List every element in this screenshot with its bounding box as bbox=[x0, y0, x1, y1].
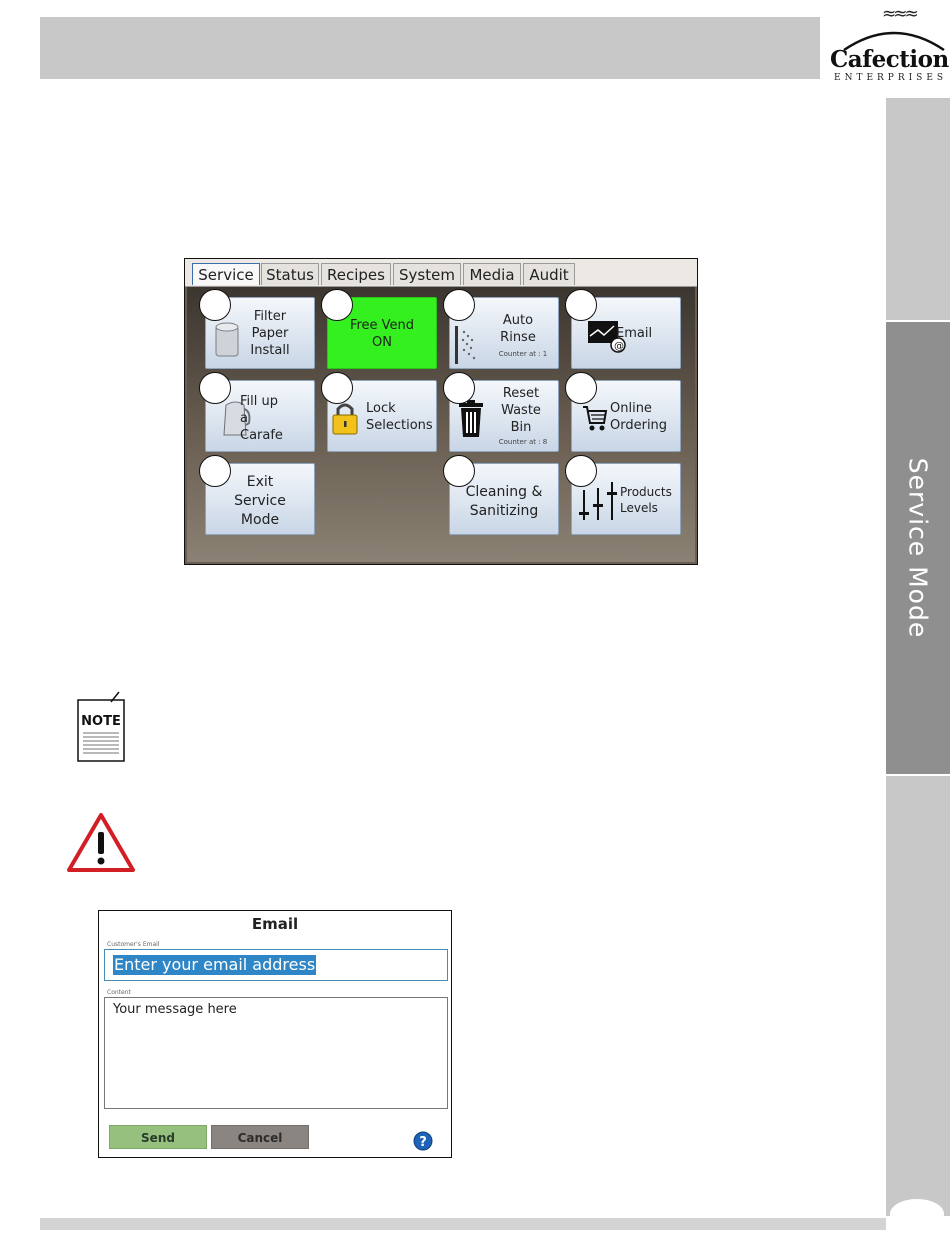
email-envelope-icon: @ bbox=[588, 321, 626, 353]
side-tab-service-mode: Service Mode bbox=[886, 322, 950, 774]
tab-audit[interactable]: Audit bbox=[523, 263, 575, 285]
callout-badge bbox=[565, 289, 597, 321]
tile-label: Filter Paper Install bbox=[250, 309, 290, 358]
logo-arc-icon bbox=[843, 31, 945, 52]
cancel-button[interactable]: Cancel bbox=[211, 1125, 309, 1149]
tile-label: Lock Selections bbox=[366, 401, 433, 433]
tile-label: Cleaning & Sanitizing bbox=[465, 484, 543, 519]
callout-badge bbox=[199, 372, 231, 404]
callout-badge bbox=[321, 372, 353, 404]
content-field-value: Your message here bbox=[113, 1002, 237, 1017]
rinse-spray-icon bbox=[455, 326, 476, 364]
email-dialog: Email Customer's Email Enter your email … bbox=[98, 910, 452, 1158]
note-icon-label: NOTE bbox=[81, 714, 121, 729]
email-field-label: Customer's Email bbox=[107, 941, 160, 948]
tile-label: Products Levels bbox=[620, 485, 672, 515]
content-textarea[interactable]: Your message here bbox=[104, 997, 448, 1109]
callout-badge bbox=[565, 455, 597, 487]
help-icon[interactable]: ? bbox=[413, 1131, 433, 1151]
tab-status[interactable]: Status bbox=[261, 263, 319, 285]
logo-subtitle: ENTERPRISES bbox=[834, 73, 948, 83]
tile-label: Auto Rinse bbox=[500, 313, 536, 345]
email-button[interactable]: @ Email bbox=[571, 297, 681, 369]
fill-carafe-button[interactable]: Fill up a Carafe bbox=[205, 380, 315, 452]
logo-name: Cafection bbox=[830, 46, 949, 73]
callout-badge bbox=[321, 289, 353, 321]
side-tab-top bbox=[886, 98, 950, 320]
page-number-oval bbox=[890, 1199, 944, 1229]
footer-bar bbox=[40, 1218, 886, 1230]
note-icon: NOTE bbox=[77, 691, 125, 762]
email-field-value: Enter your email address bbox=[113, 955, 317, 975]
svg-text:@: @ bbox=[614, 341, 624, 352]
filter-paper-install-button[interactable]: Filter Paper Install bbox=[205, 297, 315, 369]
tile-label: Free Vend ON bbox=[349, 318, 415, 350]
tile-label: Email bbox=[616, 326, 653, 341]
callout-badge bbox=[199, 455, 231, 487]
tile-label: Fill up a Carafe bbox=[240, 394, 283, 443]
steam-icon: ≈≈≈ bbox=[882, 4, 919, 24]
tile-label: Online Ordering bbox=[610, 401, 668, 433]
callout-badge bbox=[443, 289, 475, 321]
tab-system[interactable]: System bbox=[393, 263, 461, 285]
trash-bin-icon bbox=[459, 400, 483, 437]
email-field[interactable]: Enter your email address bbox=[104, 949, 448, 981]
service-mode-screenshot: Service Status Recipes System Media Audi… bbox=[184, 258, 698, 565]
service-tab-bar: Service Status Recipes System Media Audi… bbox=[185, 259, 697, 287]
tab-media[interactable]: Media bbox=[463, 263, 521, 285]
lock-selections-button[interactable]: Lock Selections bbox=[327, 380, 437, 452]
level-sliders-icon bbox=[579, 482, 617, 520]
tile-label: Reset Waste Bin bbox=[501, 386, 541, 435]
header-bar bbox=[40, 17, 820, 79]
warning-icon bbox=[67, 813, 135, 872]
cafection-logo: ≈≈≈ Cafection ENTERPRISES bbox=[826, 2, 950, 88]
callout-badge bbox=[443, 372, 475, 404]
rinse-counter: Counter at : 1 bbox=[498, 350, 548, 358]
service-tiles-area: Filter Paper Install Free Vend ON Auto R… bbox=[187, 287, 695, 562]
lock-icon bbox=[332, 403, 358, 435]
tab-service[interactable]: Service bbox=[192, 263, 260, 285]
content-field-label: Content bbox=[107, 989, 131, 996]
tab-recipes[interactable]: Recipes bbox=[321, 263, 391, 285]
svg-text:?: ? bbox=[419, 1135, 427, 1150]
side-tab-label: Service Mode bbox=[903, 457, 933, 639]
waste-bin-counter: Counter at : 8 bbox=[498, 438, 548, 446]
tile-label: Exit Service Mode bbox=[234, 474, 286, 528]
kettle-icon bbox=[223, 401, 251, 436]
callout-badge bbox=[565, 372, 597, 404]
dialog-title: Email bbox=[251, 915, 299, 933]
filter-paper-icon bbox=[215, 322, 239, 357]
side-tab-bottom bbox=[886, 776, 950, 1216]
send-button[interactable]: Send bbox=[109, 1125, 207, 1149]
shopping-cart-icon bbox=[583, 406, 608, 431]
callout-badge bbox=[199, 289, 231, 321]
callout-badge bbox=[443, 455, 475, 487]
